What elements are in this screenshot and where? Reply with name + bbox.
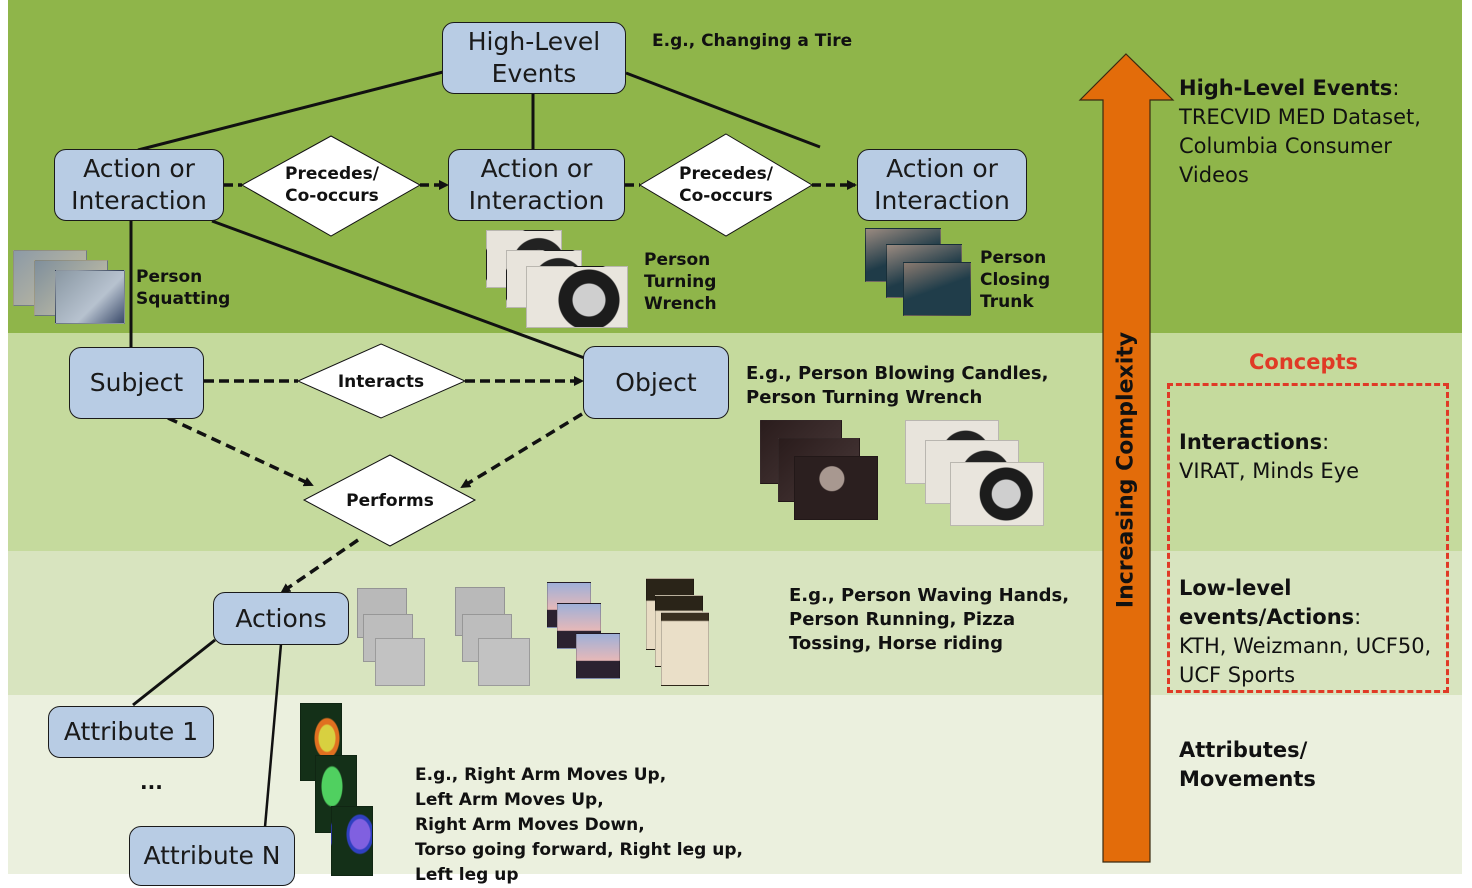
example-actions: E.g., Person Waving Hands, Person Runnin… [789, 585, 1070, 654]
example-attributes: E.g., Right Arm Moves Up, Left Arm Moves… [415, 765, 743, 885]
example-interactions: E.g., Person Blowing Candles, Person Tur… [746, 363, 1049, 408]
node-action-3: Action or Interaction [857, 149, 1027, 221]
low-level-datasets: KTH, Weizmann, UCF50, UCF Sports [1179, 634, 1432, 687]
right-interactions: Interactions: VIRAT, Minds Eye [1179, 430, 1360, 483]
right-low-level: Low-level events/Actions: KTH, Weizmann,… [1179, 576, 1432, 687]
interactions-datasets: VIRAT, Minds Eye [1179, 459, 1360, 483]
node-action-2: Action or Interaction [448, 149, 625, 221]
band-interactions [8, 333, 1462, 551]
complexity-arrow-label: Increasing Complexity [1113, 331, 1139, 609]
node-actions: Actions [213, 592, 349, 645]
edge-object-performs [460, 412, 583, 489]
attributes-ellipsis: ... [140, 770, 163, 794]
right-attributes: Attributes/ Movements [1179, 736, 1316, 794]
edge-hle-action3 [625, 71, 821, 149]
label-performs: Performs [346, 491, 434, 511]
edge-actions-attrN [263, 643, 283, 828]
concepts-title: Concepts [1249, 350, 1359, 374]
example-high-level: E.g., Changing a Tire [652, 31, 853, 51]
high-level-datasets: TRECVID MED Dataset, Columbia Consumer V… [1179, 105, 1421, 187]
label-precedes-2: Precedes/ Co-occurs [678, 164, 773, 206]
label-precedes-1: Precedes/ Co-occurs [284, 164, 379, 206]
node-high-level-events: High-Level Events [442, 22, 626, 94]
label-interacts: Interacts [337, 372, 425, 392]
example-closing-trunk: Person Closing Trunk [980, 248, 1051, 312]
node-action-1: Action or Interaction [54, 149, 224, 221]
diamond-interacts [296, 343, 467, 419]
node-attribute-1: Attribute 1 [48, 706, 214, 758]
edge-subject-performs [167, 416, 314, 487]
diamond-performs [302, 454, 477, 547]
high-level-title: High-Level Events [1179, 76, 1393, 100]
edge-hle-action1 [137, 70, 444, 152]
concepts-box [1167, 383, 1449, 693]
edge-actions-attr1 [132, 638, 216, 707]
right-high-level-events: High-Level Events: TRECVID MED Dataset, … [1179, 76, 1421, 187]
example-turning-wrench: Person Turning Wrench [644, 250, 717, 314]
low-level-title: Low-level events/Actions [1179, 576, 1355, 629]
node-subject: Subject [69, 347, 204, 419]
example-squatting: Person Squatting [136, 267, 231, 309]
complexity-arrow [1078, 53, 1175, 863]
node-attribute-n: Attribute N [129, 826, 295, 886]
diamond-precedes-2 [639, 133, 813, 237]
edge-action1-object [211, 219, 591, 362]
attributes-title: Attributes/ Movements [1179, 738, 1316, 791]
interactions-title: Interactions [1179, 430, 1323, 454]
node-object: Object [583, 346, 729, 419]
edge-performs-actions [280, 538, 359, 594]
diamond-precedes-1 [240, 135, 422, 237]
